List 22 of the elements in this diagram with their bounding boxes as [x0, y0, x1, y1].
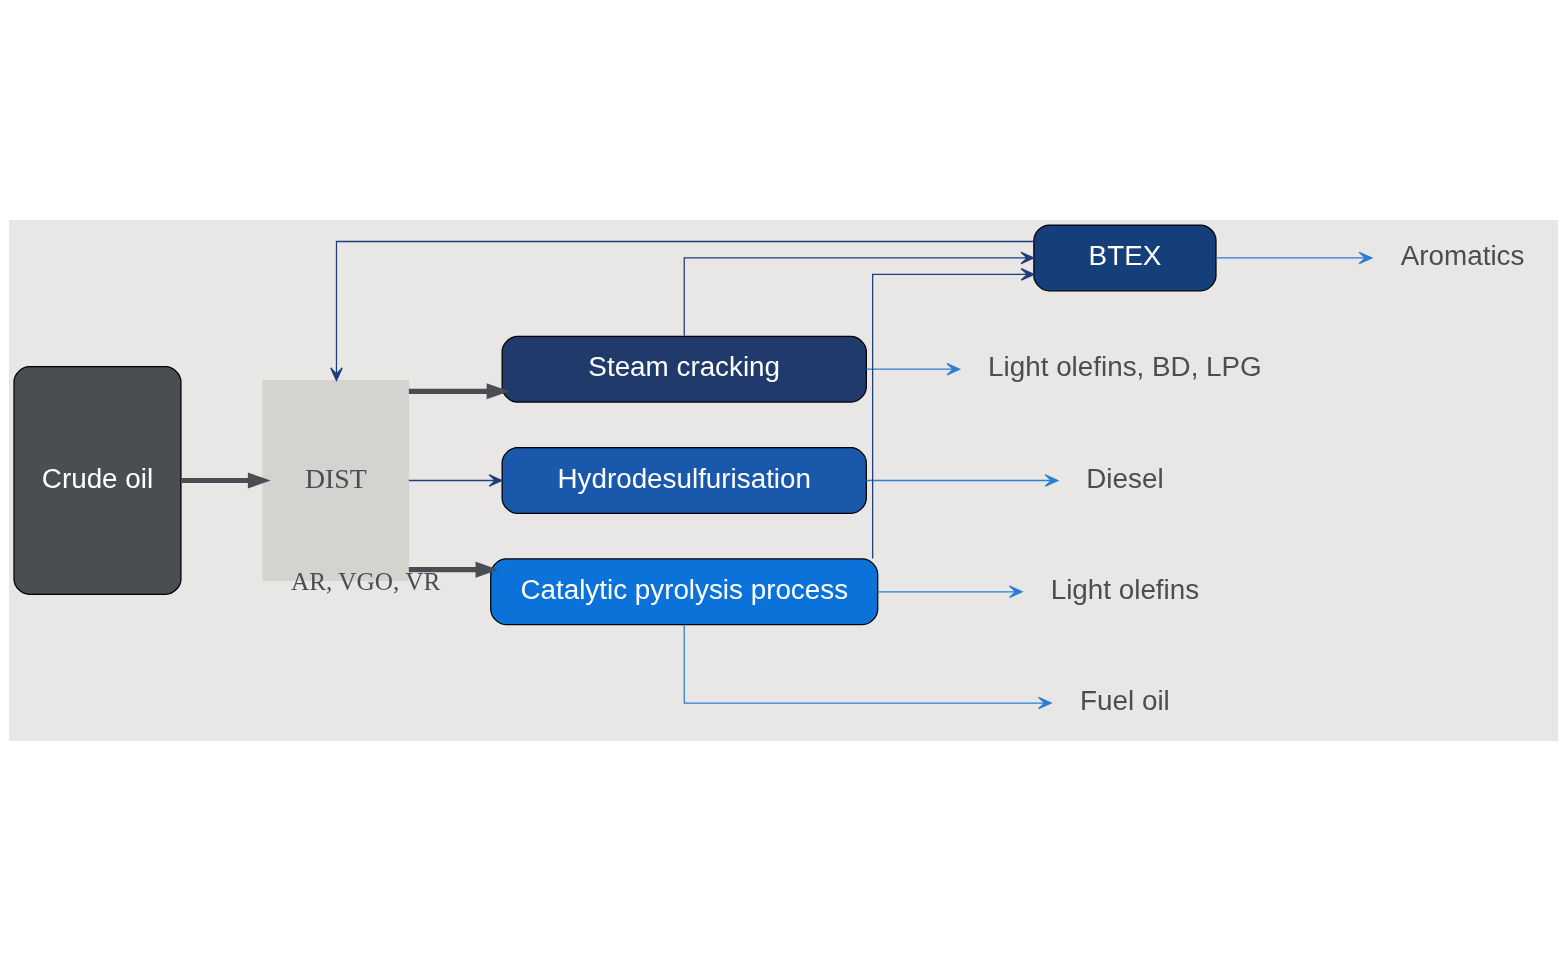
node-text: Light olefins [1050, 573, 1200, 605]
arrow [877, 584, 1023, 598]
node-text: Fuel oil [1080, 684, 1170, 716]
node-text: Light olefins, BD, LPG [988, 350, 1262, 382]
arrow [181, 472, 271, 488]
arrow [408, 561, 499, 578]
arrow [330, 240, 1035, 381]
node-text: Diesel [1086, 462, 1164, 494]
node-box: Catalytic pyrolysis process [490, 557, 879, 625]
node-box: BTEX [1033, 223, 1217, 291]
node-box: Steam cracking [501, 335, 867, 403]
node-text: Aromatics [1400, 239, 1525, 271]
arrow [683, 624, 1052, 709]
arrow [683, 251, 1035, 336]
arrow [408, 473, 503, 487]
arrow [1215, 251, 1373, 264]
node-box: Hydrodesulfurisation [501, 446, 867, 514]
node-box: Crude oil [13, 365, 182, 595]
arrow [408, 382, 510, 399]
arrow [865, 362, 961, 376]
arrow [865, 473, 1059, 487]
arrow [872, 267, 1035, 559]
